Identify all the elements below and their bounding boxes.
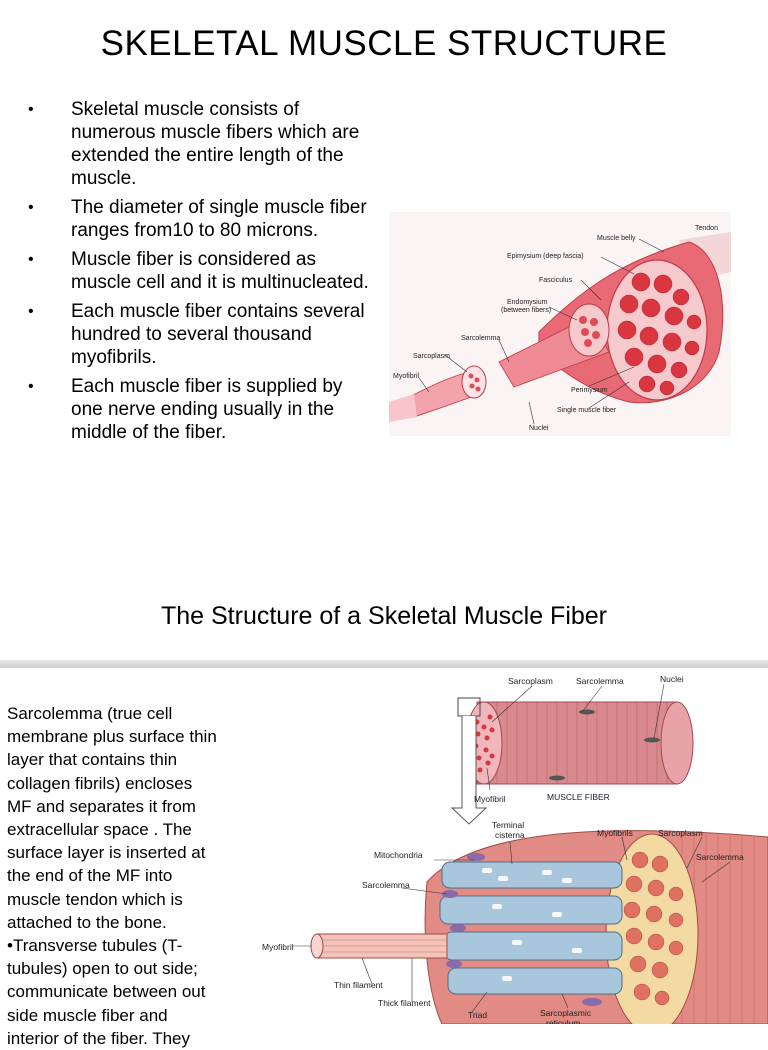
bullet-text: Muscle fiber is considered as muscle cel… [71, 249, 369, 293]
label-sarcolemma-c: Sarcolemma [696, 852, 744, 862]
paragraph-line: muscle tendon which is [7, 889, 183, 909]
label-mitochondria: Mitochondria [374, 850, 423, 860]
label-fasciculus: Fasciculus [539, 277, 573, 284]
label-sarcoplasm: Sarcoplasm [508, 676, 553, 686]
label-muscle-belly: Muscle belly [597, 235, 636, 242]
paragraph-line: extracellular space . The [7, 820, 192, 840]
paragraph-line: the end of the MF into [7, 866, 173, 886]
label-terminal-2: cisterna [495, 830, 525, 840]
label-reticulum: reticulum [546, 1018, 580, 1024]
label-terminal-1: Terminal [492, 820, 524, 830]
section-title: The Structure of a Skeletal Muscle Fiber [160, 602, 608, 630]
bullet-item: •Each muscle fiber is supplied by one ne… [28, 376, 343, 443]
muscle-fiber-cylinder [465, 701, 694, 785]
paragraph-line: tubules) open to out side; [7, 959, 198, 979]
paragraph-line: membrane plus surface thin [7, 727, 217, 747]
bullet-text: The diameter of single muscle fiber rang… [71, 197, 367, 241]
paragraph-line: interior of the fiber. They [7, 1028, 191, 1048]
paragraph-line: MF and separates it from [7, 796, 196, 816]
label-thick-filament: Thick filament [378, 998, 431, 1008]
label-myofibril: Myofibril [393, 373, 420, 380]
label-endomysium-2: (between fibers) [501, 307, 551, 314]
slide-divider [0, 660, 768, 668]
bullet-item: •Skeletal muscle consists of numerous mu… [28, 99, 360, 189]
paragraph-line: Sarcolemma (true cell [7, 704, 173, 723]
bullet-text: Skeletal muscle consists of numerous mus… [71, 99, 360, 189]
label-sarcoplasmic: Sarcoplasmic [540, 1008, 592, 1018]
label-sarcoplasm: Sarcoplasm [413, 353, 450, 360]
bullet-text: Each muscle fiber contains several hundr… [71, 301, 365, 368]
paragraph-line: attached to the bone. [7, 912, 167, 932]
label-muscle-fiber: MUSCLE FIBER [547, 792, 610, 802]
paragraph-line: communicate between out [7, 982, 206, 1002]
label-triad: Triad [468, 1010, 487, 1020]
label-sarcolemma: Sarcolemma [576, 676, 624, 686]
slide-skeletal-muscle-structure: SKELETAL MUSCLE STRUCTURE •Skeletal musc… [28, 24, 731, 630]
label-sarcolemma-b: Sarcolemma [362, 880, 410, 890]
muscle-fiber-figure: Sarcoplasm Sarcolemma Nuclei Myofibril M… [262, 674, 768, 1024]
myofibril-bundle [310, 830, 768, 1024]
label-sarcolemma: Sarcolemma [461, 335, 500, 342]
paragraph-line: side muscle fiber and [7, 1005, 168, 1025]
label-myofibril: Myofibril [474, 794, 506, 804]
label-myofibrils: Myofibrils [597, 828, 633, 838]
label-epimysium: Epimysium (deep fascia) [507, 253, 584, 260]
bullet-text: Each muscle fiber is supplied by one ner… [71, 376, 343, 443]
label-tendon: Tendon [695, 225, 718, 232]
bullet-list: •Skeletal muscle consists of numerous mu… [28, 98, 373, 450]
label-single-fiber: Single muscle fiber [557, 407, 617, 414]
bullet-item: •Each muscle fiber contains several hund… [28, 301, 365, 368]
label-endomysium-1: Endomysium [507, 299, 548, 306]
paragraph-line: layer that contains thin [7, 750, 178, 770]
paragraph-line: •Transverse tubules (T- [7, 936, 183, 956]
label-thin-filament: Thin filament [334, 980, 383, 990]
label-sarcoplasm-b: Sarcoplasm [658, 828, 703, 838]
paragraph-line: surface layer is inserted at [7, 843, 206, 863]
slide-muscle-fiber-structure: Sarcolemma (true cell membrane plus surf… [0, 668, 768, 1048]
slide-title: SKELETAL MUSCLE STRUCTURE [100, 24, 668, 63]
description-paragraph: Sarcolemma (true cell membrane plus surf… [7, 702, 257, 1050]
bullet-item: •Muscle fiber is considered as muscle ce… [28, 249, 369, 293]
bullet-item: •The diameter of single muscle fiber ran… [28, 197, 367, 241]
label-perimysium: Perimysium [571, 387, 608, 394]
paragraph-line: collagen fibrils) encloses [7, 773, 193, 793]
label-myofibril-b: Myofibril [262, 942, 294, 952]
muscle-anatomy-figure: Tendon Muscle belly Epimysium (deep fasc… [389, 212, 731, 436]
label-nuclei: Nuclei [529, 425, 549, 432]
label-nuclei: Nuclei [660, 674, 684, 684]
